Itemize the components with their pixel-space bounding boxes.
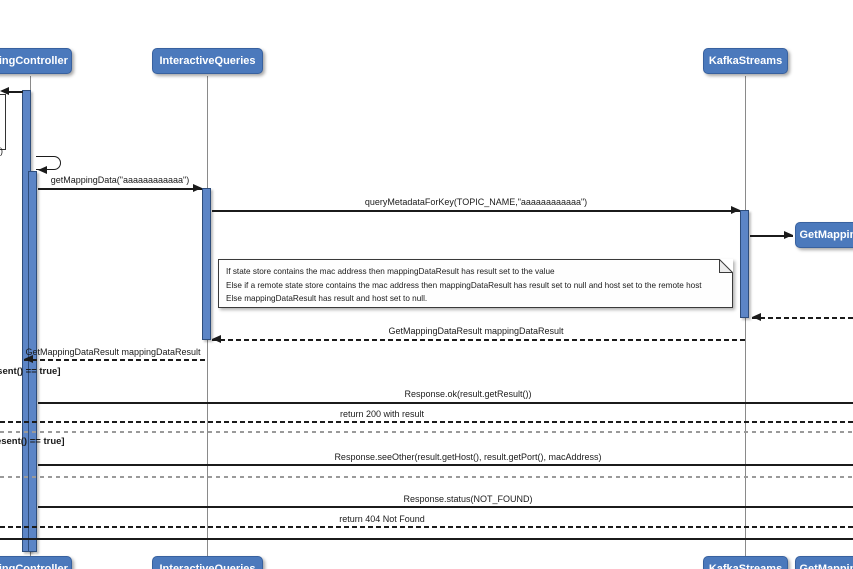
message-label-get-mapping-data: getMappingData("aaaaaaaaaaaa") (50, 175, 190, 185)
message-label-response-see-other: Response.seeOther(result.getHost(), resu… (334, 452, 602, 462)
message-line-response-status (38, 506, 853, 508)
alt-divider-1 (0, 431, 853, 433)
fragment-border-bottom (0, 538, 853, 540)
activation-offscreen-caller (0, 94, 6, 150)
message-label-return-ks-to-iq: GetMappingDataResult mappingDataResult (388, 326, 564, 336)
arrowhead-right-icon (731, 205, 740, 214)
message-line-return-iq-to-mc (24, 359, 207, 361)
guard-host-present: [result.getHost().IsPresent() == true] (0, 436, 65, 447)
guard-result-present: [result.getResult().IsPresent() == true] (0, 366, 61, 377)
participant-mapping-controller-bottom: MappingController (0, 556, 72, 569)
message-label-return-404: return 404 Not Found (339, 514, 425, 524)
participant-get-mapping-data-result: GetMappingDataResult (795, 222, 853, 248)
participant-label: InteractiveQueries (159, 563, 256, 569)
note-state-store: If state store contains the mac address … (218, 259, 733, 308)
message-line-return-404 (0, 526, 853, 528)
participant-get-mapping-data-result-bottom: GetMappingDataResult (795, 556, 853, 569)
participant-label: MappingController (0, 563, 68, 569)
self-call-loop (36, 156, 61, 170)
participant-mapping-controller-top: MappingController (0, 48, 72, 74)
note-line-1: If state store contains the mac address … (226, 267, 555, 276)
message-line-return-ks-to-iq (212, 339, 745, 341)
arrowhead-right-icon (193, 183, 202, 192)
note-fold-icon (719, 259, 733, 273)
arrowhead-left-icon (0, 86, 9, 95)
note-line-3: Else mappingDataResult has result and ho… (226, 294, 428, 303)
message-line-query-metadata (212, 210, 740, 212)
message-label-query-metadata: queryMetadataForKey(TOPIC_NAME,"aaaaaaaa… (364, 197, 588, 207)
participant-label: InteractiveQueries (159, 55, 256, 67)
note-line-2: Else if a remote state store contains th… (226, 280, 702, 290)
message-label-response-ok: Response.ok(result.getResult()) (404, 389, 532, 399)
message-label-edge-fragment: ) (0, 146, 3, 156)
message-line-get-mapping-data (38, 188, 202, 190)
message-line-return-200 (0, 421, 853, 423)
message-line-response-see-other (38, 464, 853, 466)
message-line-edge-call (8, 91, 23, 93)
participant-interactive-queries-bottom: InteractiveQueries (152, 556, 263, 569)
arrowhead-left-icon (752, 312, 761, 321)
activation-kafka-streams (740, 210, 749, 318)
message-line-create-result (750, 235, 793, 237)
participant-interactive-queries-top: InteractiveQueries (152, 48, 263, 74)
participant-label: KafkaStreams (708, 55, 783, 67)
participant-kafka-streams-bottom: KafkaStreams (703, 556, 788, 569)
message-label-return-200: return 200 with result (339, 409, 425, 419)
alt-divider-2 (0, 476, 853, 478)
participant-label: GetMappingDataResult (799, 563, 853, 569)
message-label-return-iq-to-mc: GetMappingDataResult mappingDataResult (25, 347, 201, 357)
participant-label: MappingController (0, 55, 68, 67)
arrowhead-left-icon (212, 334, 221, 343)
activation-interactive-queries (202, 188, 211, 340)
participant-label: GetMappingDataResult (799, 229, 853, 241)
arrowhead-left-icon (24, 354, 33, 363)
arrowhead-left-icon (38, 165, 47, 174)
message-line-response-ok (38, 402, 853, 404)
participant-kafka-streams-top: KafkaStreams (703, 48, 788, 74)
message-label-response-status: Response.status(NOT_FOUND) (403, 494, 533, 504)
participant-label: KafkaStreams (708, 563, 783, 569)
message-line-return-to-kafka (752, 317, 853, 319)
arrowhead-right-icon (784, 230, 793, 239)
